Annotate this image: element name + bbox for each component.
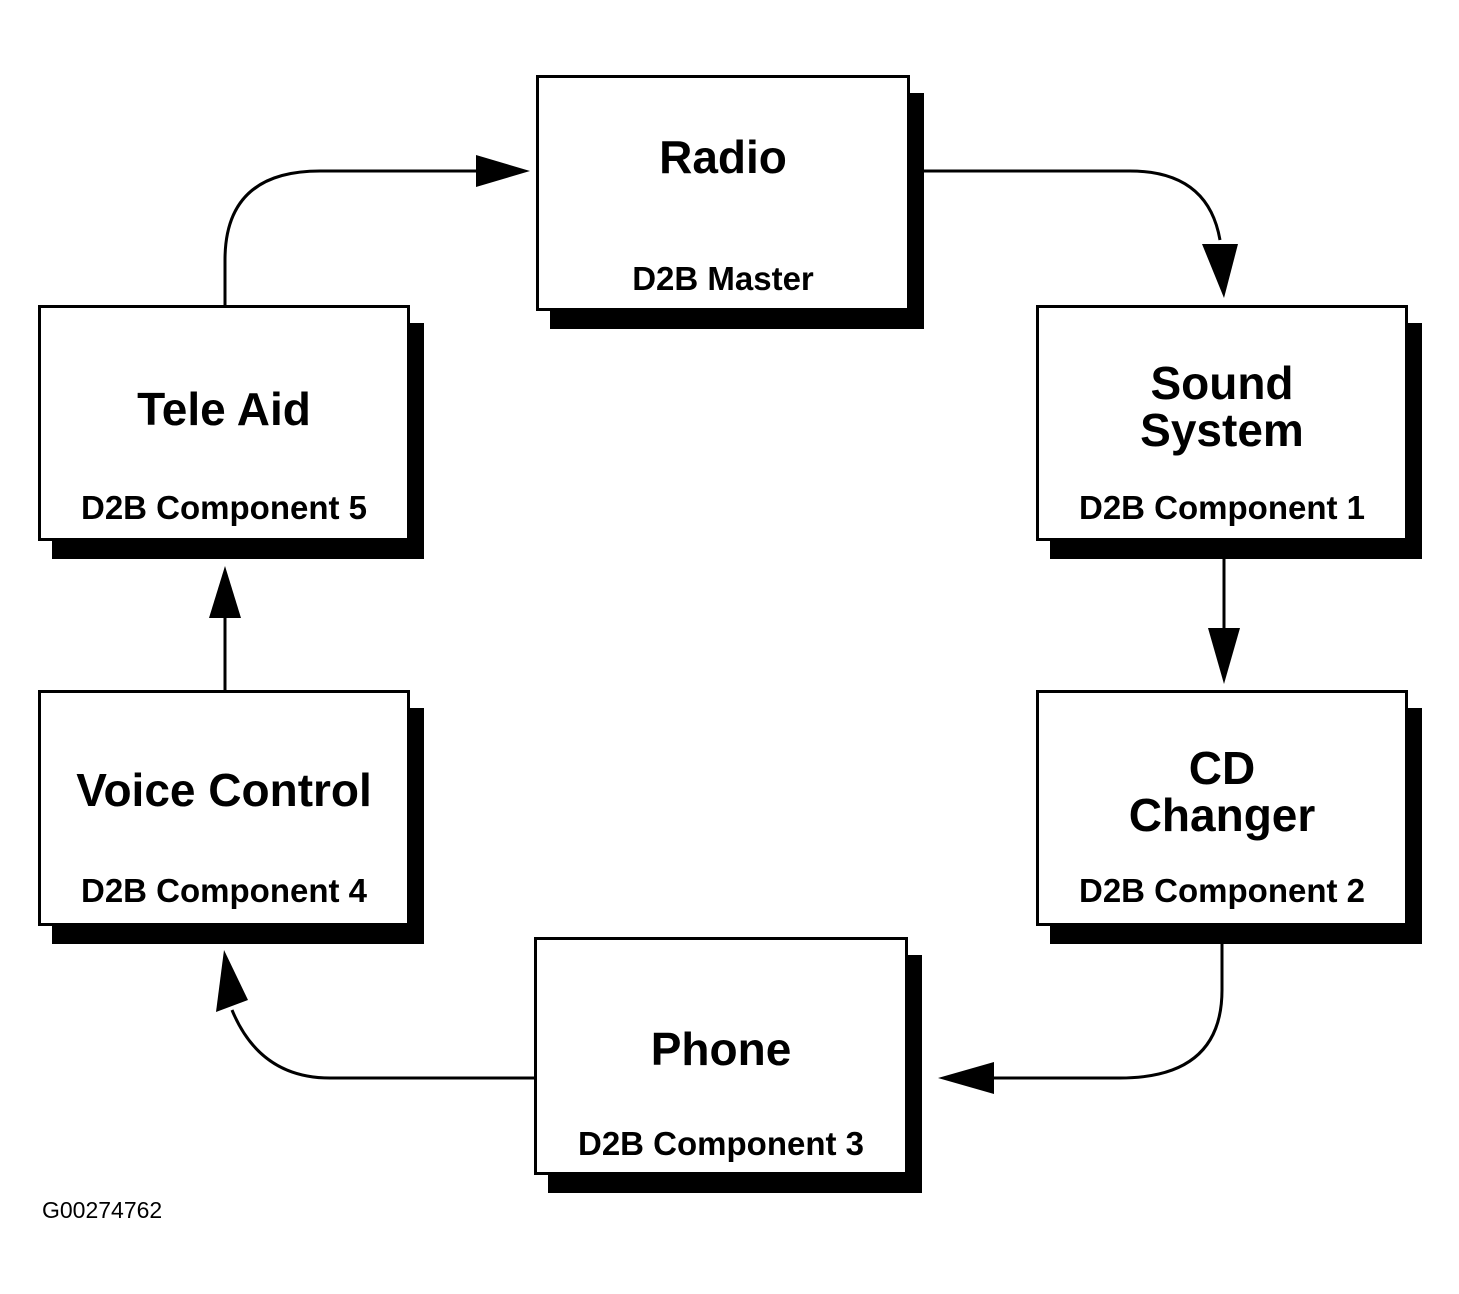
node-role: D2B Component 3 <box>577 1125 864 1162</box>
node-cd-changer: CD Changer D2B Component 2 <box>1036 690 1422 944</box>
arrowhead-voice-control <box>216 950 248 1012</box>
node-title: Tele Aid <box>137 383 311 435</box>
box: Sound System D2B Component 1 <box>1036 305 1408 541</box>
edge-radio-to-sound <box>922 169 1222 241</box>
node-title: Voice Control <box>76 764 372 816</box>
node-role: D2B Component 4 <box>80 872 367 909</box>
edge-phone-to-voice <box>230 1009 534 1080</box>
arrowhead-phone <box>938 1062 994 1094</box>
node-role: D2B Component 5 <box>80 489 367 526</box>
box: Tele Aid D2B Component 5 <box>38 305 410 541</box>
box: Voice Control D2B Component 4 <box>38 690 410 926</box>
node-title: CD Changer <box>1128 742 1316 841</box>
node-title: Radio <box>659 131 787 183</box>
arrowhead-sound-system <box>1202 244 1238 298</box>
node-role: D2B Component 1 <box>1078 489 1365 526</box>
node-tele-aid: Tele Aid D2B Component 5 <box>38 305 424 559</box>
node-title: Sound System <box>1140 357 1304 456</box>
node-role: D2B Master <box>632 260 814 297</box>
node-sound-system: Sound System D2B Component 1 <box>1036 305 1422 559</box>
edge-cd-to-phone <box>992 944 1224 1080</box>
figure-code: G00274762 <box>42 1197 163 1223</box>
arrowhead-tele-aid <box>209 566 241 618</box>
node-title: Phone <box>650 1023 792 1075</box>
node-radio: Radio D2B Master <box>536 75 924 329</box>
node-role: D2B Component 2 <box>1078 872 1365 909</box>
arrowhead-radio <box>476 155 530 187</box>
box: Radio D2B Master <box>536 75 910 311</box>
node-phone: Phone D2B Component 3 <box>534 937 922 1193</box>
edge-teleaid-to-radio <box>223 169 478 305</box>
box: Phone D2B Component 3 <box>534 937 908 1175</box>
node-voice-control: Voice Control D2B Component 4 <box>38 690 424 944</box>
box: CD Changer D2B Component 2 <box>1036 690 1408 926</box>
arrowhead-cd-changer <box>1208 628 1240 684</box>
